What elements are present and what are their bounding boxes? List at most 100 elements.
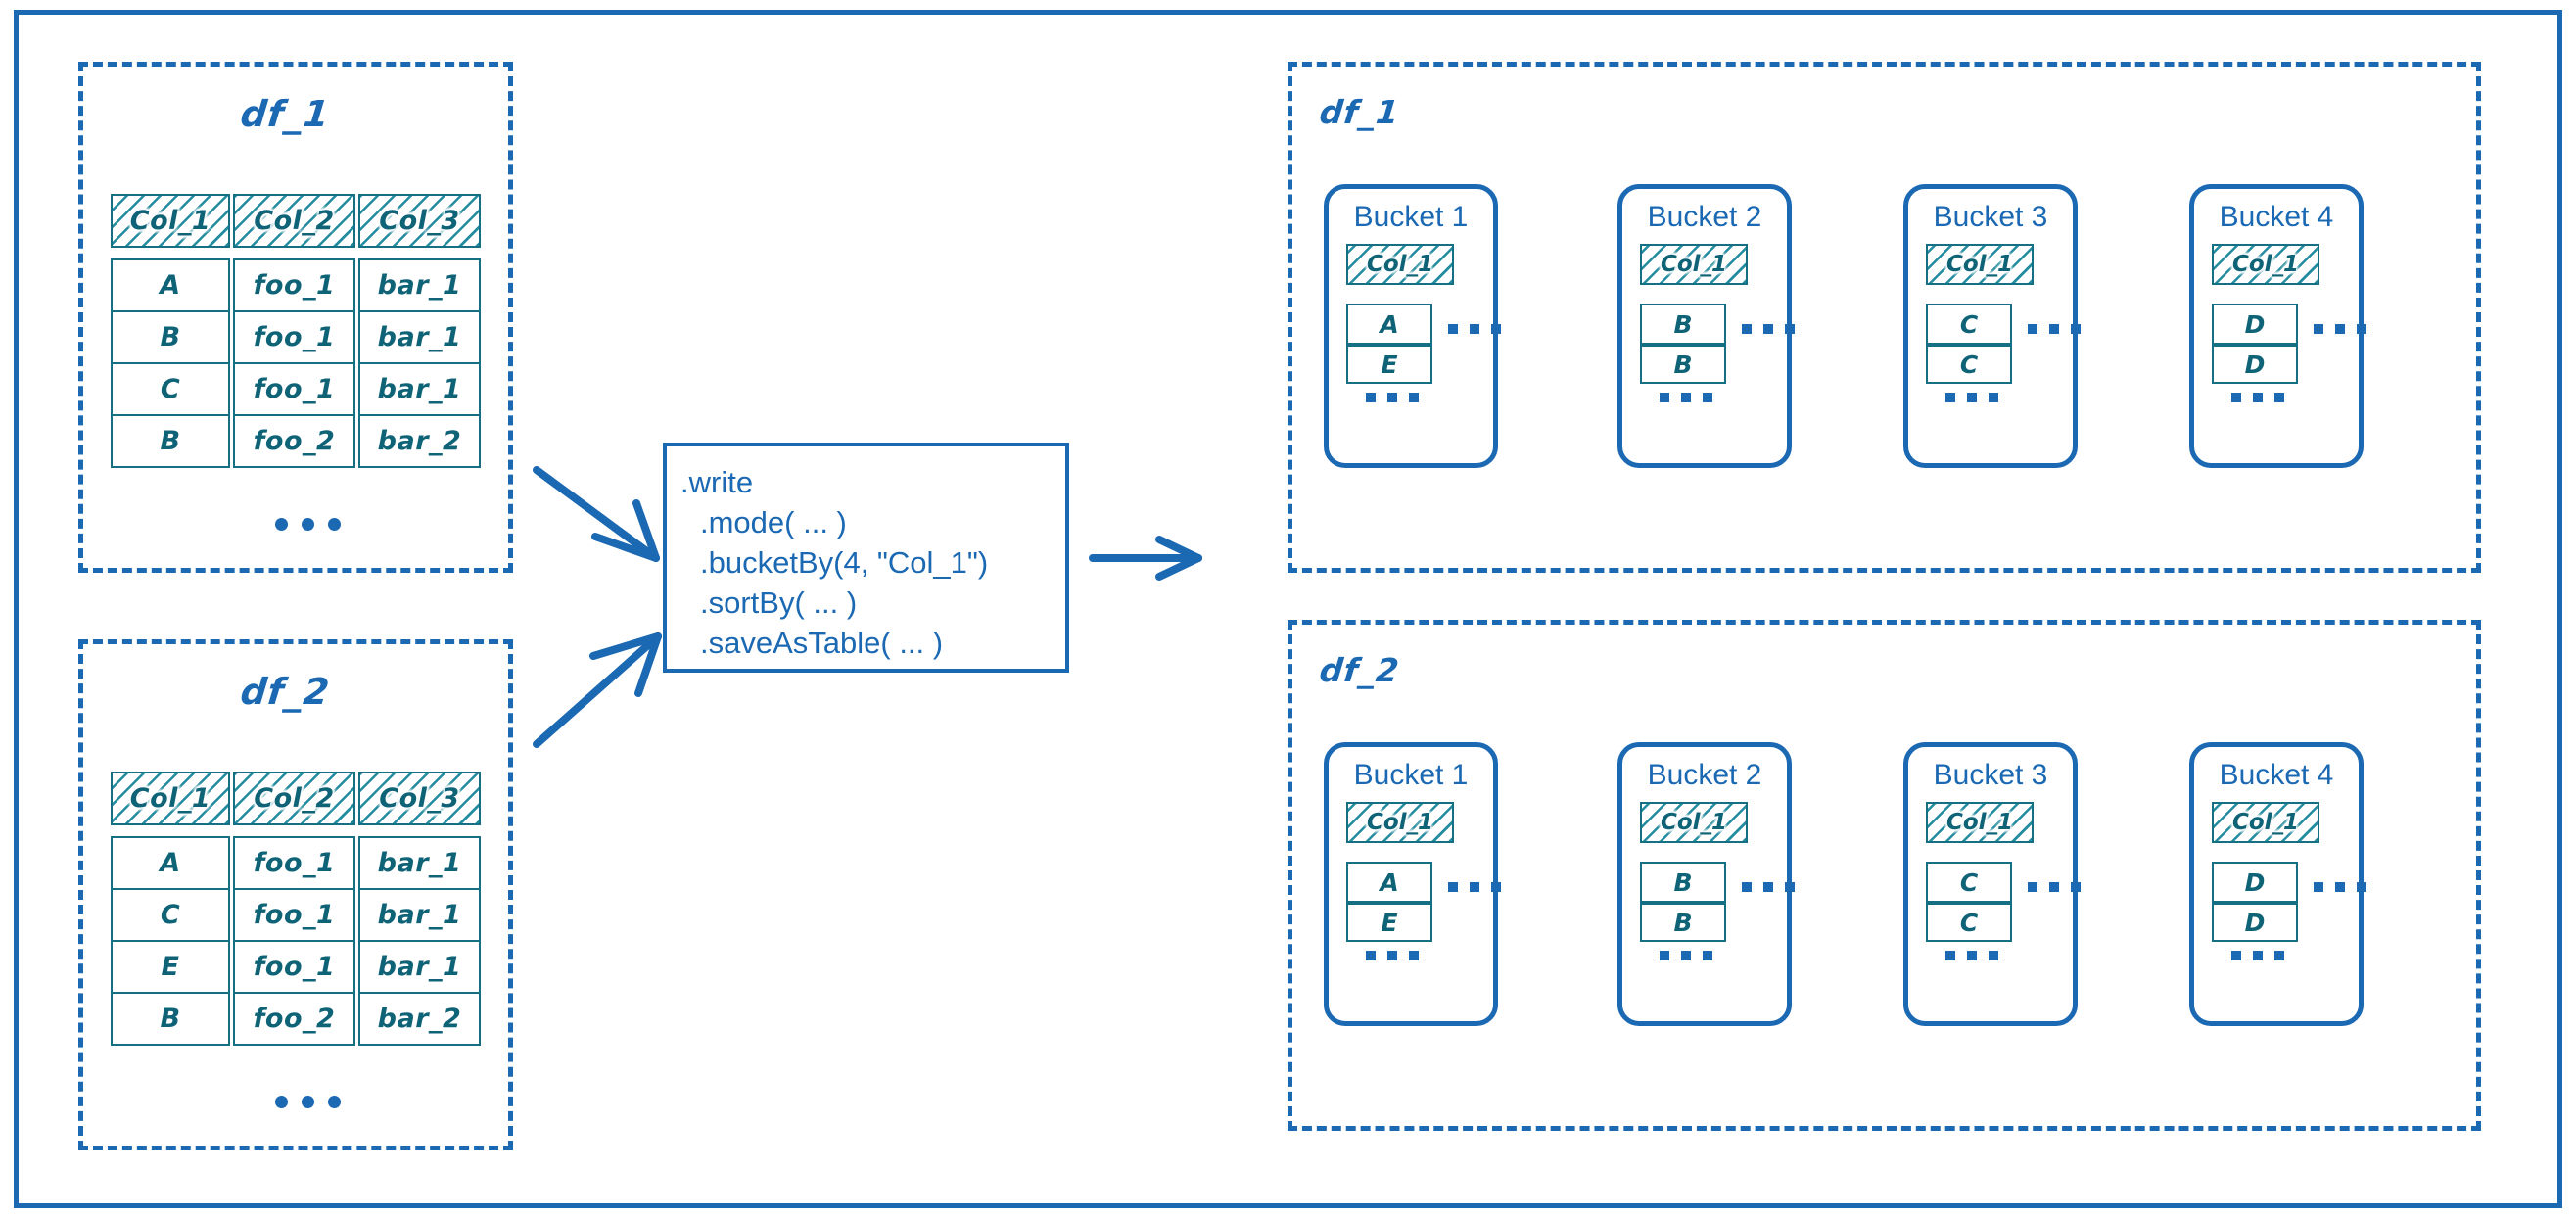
table-cell: bar_1 [358,362,481,416]
table-cell: foo_1 [233,362,355,416]
bucket-cell: C [1926,901,2012,942]
table-row: E foo_1 bar_1 [111,940,483,994]
table-cell: B [111,992,230,1046]
bucket-bottom-ellipsis [1660,393,1712,402]
code-line-bucketby: .bucketBy(4, "Col_1") [700,545,989,580]
bucket-rows: A E [1346,304,1432,384]
bucket-df2-2[interactable]: Bucket 2 Col_1 B B [1617,742,1795,1026]
bucket-df1-3[interactable]: Bucket 3 Col_1 C C [1903,184,2081,468]
code-line-write: .write [680,465,754,499]
bucket-label: Bucket 4 [2219,201,2334,233]
source-group-df2 [78,639,513,1150]
table-cell: A [111,258,230,312]
bucket-side-ellipsis [1448,324,1501,334]
bucket-label: Bucket 2 [1647,201,1762,233]
table-cell: bar_1 [358,940,481,994]
bucket-cell: A [1346,304,1432,345]
source-title-df2: df_2 [238,671,333,713]
bucket-label: Bucket 3 [1933,759,2048,791]
bucket-side-ellipsis [2028,882,2081,892]
output-group-df2 [1288,620,2481,1131]
bucket-side-ellipsis [1448,882,1501,892]
table-cell: B [111,310,230,364]
bucket-bottom-ellipsis [1660,951,1712,960]
bucket-rows: C C [1926,862,2012,942]
code-block[interactable]: .write .mode( ... ) .bucketBy(4, "Col_1"… [663,443,1069,673]
bucket-column-header: Col_1 [1640,244,1748,285]
table-cell: foo_1 [233,888,355,942]
bucket-df2-3[interactable]: Bucket 3 Col_1 C C [1903,742,2081,1026]
bucket-cell: B [1640,343,1726,384]
bucket-label: Bucket 2 [1647,759,1762,791]
bucket-cell: B [1640,901,1726,942]
table-cell: E [111,940,230,994]
bucket-column-header: Col_1 [2212,802,2319,843]
code-line-saveastable: .saveAsTable( ... ) [700,626,944,660]
table-cell: bar_1 [358,888,481,942]
table-row: C foo_1 bar_1 [111,362,483,416]
table-cell: bar_2 [358,992,481,1046]
bucket-label: Bucket 1 [1353,201,1469,233]
bucket-side-ellipsis [1742,324,1795,334]
bucket-rows: B B [1640,304,1726,384]
source-col-header: Col_1 [111,194,230,248]
arrow-df1-to-code [533,466,660,562]
source-table-df1: Col_1 Col_2 Col_3 A foo_1 bar_1 B foo_1 … [111,194,483,468]
source-ellipsis-df2 [275,1096,341,1108]
source-table-df2: Col_1 Col_2 Col_3 A foo_1 bar_1 C foo_1 … [111,772,483,1046]
code-line-sortby: .sortBy( ... ) [700,586,858,620]
bucket-rows: D D [2212,304,2298,384]
output-title-df2: df_2 [1317,651,1402,689]
bucket-cell: C [1926,343,2012,384]
bucket-side-ellipsis [1742,882,1795,892]
bucket-df1-1[interactable]: Bucket 1 Col_1 A E [1324,184,1501,468]
table-row: B foo_1 bar_1 [111,310,483,364]
bucket-column-header: Col_1 [1346,802,1454,843]
table-row: A foo_1 bar_1 [111,836,483,890]
bucket-label: Bucket 1 [1353,759,1469,791]
source-title-df1: df_1 [238,93,333,135]
bucket-column-header: Col_1 [1640,802,1748,843]
table-cell: bar_1 [358,310,481,364]
bucket-bottom-ellipsis [2231,393,2284,402]
source-header-row-df1: Col_1 Col_2 Col_3 [111,194,483,248]
source-col-header: Col_2 [233,772,355,825]
output-title-df1: df_1 [1317,93,1402,131]
source-header-row-df2: Col_1 Col_2 Col_3 [111,772,483,825]
table-row: B foo_2 bar_2 [111,992,483,1046]
table-row: B foo_2 bar_2 [111,414,483,468]
bucket-side-ellipsis [2028,324,2081,334]
bucket-cell: B [1640,862,1726,903]
bucket-cell: E [1346,343,1432,384]
arrow-code-to-output [1089,536,1202,581]
bucket-df1-2[interactable]: Bucket 2 Col_1 B B [1617,184,1795,468]
bucket-rows: A E [1346,862,1432,942]
source-col-header: Col_3 [358,772,481,825]
bucket-cell: D [2212,343,2298,384]
table-row: C foo_1 bar_1 [111,888,483,942]
bucket-bottom-ellipsis [1945,393,1998,402]
source-col-header: Col_3 [358,194,481,248]
bucket-cell: D [2212,304,2298,345]
bucket-bottom-ellipsis [2231,951,2284,960]
bucket-label: Bucket 3 [1933,201,2048,233]
code-line-mode: .mode( ... ) [700,505,847,539]
bucket-label: Bucket 4 [2219,759,2334,791]
bucket-column-header: Col_1 [1926,802,2034,843]
bucket-side-ellipsis [2314,882,2366,892]
bucket-cell: B [1640,304,1726,345]
table-row: A foo_1 bar_1 [111,258,483,312]
bucket-cell: A [1346,862,1432,903]
bucket-column-header: Col_1 [1926,244,2034,285]
table-cell: foo_1 [233,310,355,364]
table-cell: bar_1 [358,258,481,312]
table-cell: C [111,888,230,942]
bucket-rows: C C [1926,304,2012,384]
source-group-df1 [78,62,513,573]
bucket-df1-4[interactable]: Bucket 4 Col_1 D D [2189,184,2366,468]
arrow-df2-to-code [533,632,662,748]
bucket-rows: D D [2212,862,2298,942]
bucket-df2-4[interactable]: Bucket 4 Col_1 D D [2189,742,2366,1026]
bucket-df2-1[interactable]: Bucket 1 Col_1 A E [1324,742,1501,1026]
